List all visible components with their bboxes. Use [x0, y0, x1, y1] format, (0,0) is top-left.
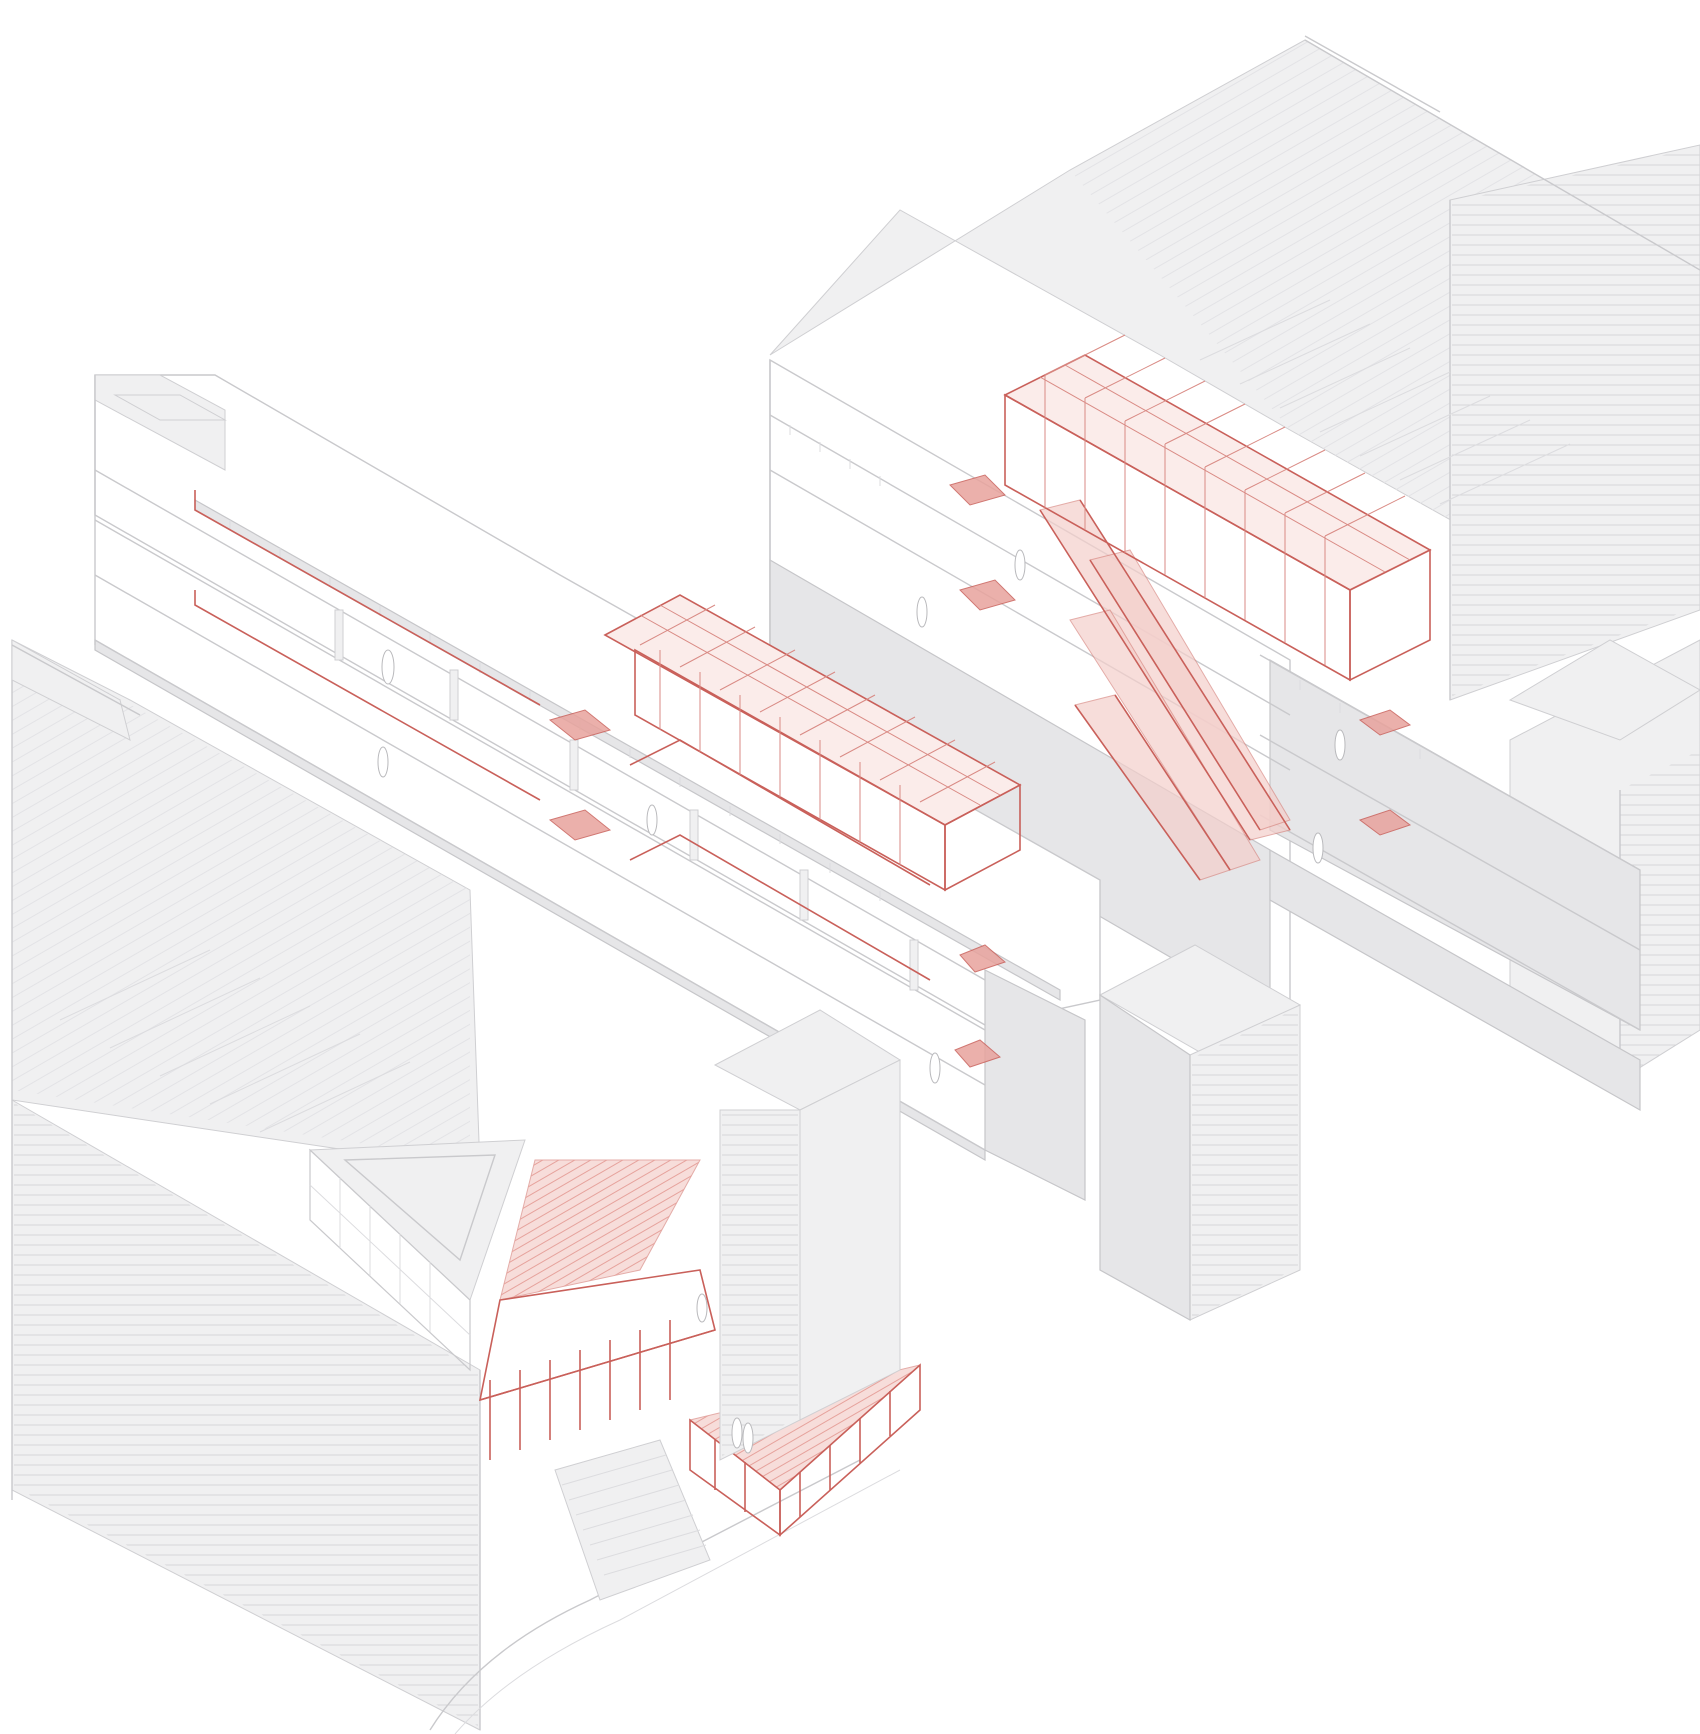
platform-slab-b	[959, 579, 1016, 611]
platform-slab-g	[959, 944, 1006, 973]
entrance-plaza	[308, 1009, 921, 1601]
escalators	[1039, 499, 1291, 881]
sidewalk-curb	[429, 1459, 861, 1731]
bottom-left-building-block	[11, 639, 901, 1734]
platform-slab-e	[548, 709, 612, 741]
person-figure	[929, 1052, 941, 1084]
person-figure	[742, 1422, 754, 1454]
left-edge-structure	[11, 639, 141, 741]
person-figure	[1014, 549, 1026, 581]
person-figure	[377, 746, 389, 778]
edge-highlight-upper	[194, 490, 541, 706]
columns-middle	[334, 609, 919, 991]
person-figure	[916, 596, 928, 628]
plaza-mullions	[489, 1320, 671, 1460]
person-figure	[1312, 832, 1324, 864]
person-figure	[646, 804, 658, 836]
entrance-stairs	[554, 1439, 711, 1601]
platform-slab-d	[1358, 809, 1412, 836]
platform-slab-h	[954, 1039, 1001, 1068]
glass-canopy-upper	[1003, 334, 1432, 682]
top-right-building-block	[769, 35, 1700, 701]
person-figure	[696, 1293, 708, 1323]
person-figure	[381, 649, 395, 685]
person-figure	[731, 1417, 743, 1449]
middle-tower	[1098, 944, 1302, 1322]
parking-lines-top	[1199, 299, 1571, 505]
glass-canopy-middle	[603, 594, 1022, 892]
platform-slab-f	[548, 809, 612, 841]
platform-slab-a	[949, 474, 1006, 506]
edge-highlight-lower	[194, 590, 541, 801]
parking-lines-bottom	[59, 949, 411, 1133]
person-figure	[1334, 729, 1346, 761]
platform-slab-c	[1358, 709, 1412, 736]
middle-station-section	[94, 374, 1101, 1201]
